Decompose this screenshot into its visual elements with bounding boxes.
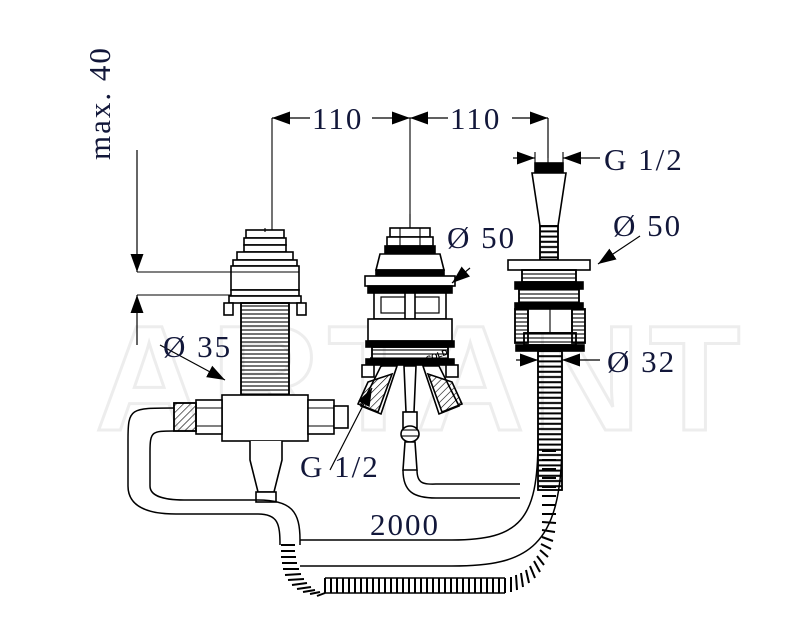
hose-corrugation-bottom — [324, 577, 506, 594]
label-diameter-35: Ø 35 — [163, 329, 232, 364]
dimension-diameter-32 — [516, 345, 600, 378]
leader-diameter-35 — [159, 344, 226, 381]
leader-diameter-50-right — [597, 235, 641, 265]
dimension-thread-top — [513, 151, 600, 172]
right-outlet-assembly — [300, 118, 591, 567]
center-valve-assembly — [329, 214, 520, 499]
label-110-left: 110 — [312, 101, 363, 136]
left-valve-assembly — [223, 228, 307, 396]
label-hose-length: 2000 — [370, 507, 440, 542]
label-thread-bottom: G 1/2 — [300, 449, 380, 484]
label-diameter-50-right: Ø 50 — [613, 208, 682, 243]
label-thread-top: G 1/2 — [604, 142, 684, 177]
label-diameter-50-center: Ø 50 — [447, 220, 516, 255]
hose-corrugation-left — [281, 544, 326, 597]
left-body-connector — [127, 394, 349, 515]
hose-corrugation-right — [510, 450, 557, 592]
label-110-right: 110 — [450, 101, 501, 136]
label-max-40: max. 40 — [82, 46, 117, 160]
label-diameter-32: Ø 32 — [607, 344, 676, 379]
flex-hose-2000 — [257, 450, 557, 597]
